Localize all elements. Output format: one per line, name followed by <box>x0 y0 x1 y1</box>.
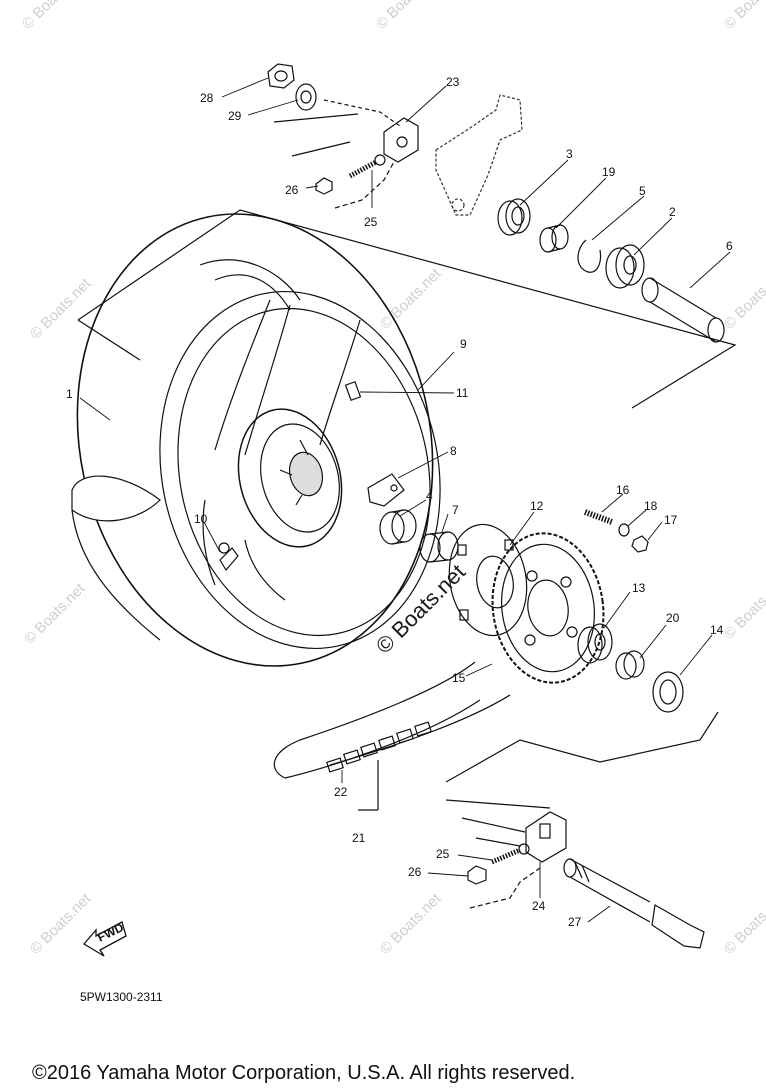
part-21-chain-bracket <box>358 760 379 811</box>
copyright-notice: ©2016 Yamaha Motor Corporation, U.S.A. A… <box>32 1062 576 1084</box>
callout-4: 4 <box>426 489 433 503</box>
callout-26-lower: 26 <box>408 865 422 879</box>
part-12-sprocket-hub <box>448 523 528 637</box>
watermark: © Boats.net <box>721 890 766 958</box>
callout-19: 19 <box>602 165 616 179</box>
wheel-spokes <box>202 299 361 601</box>
part-13-bearing <box>577 623 613 664</box>
part-25-adjust-bolt-lower <box>491 843 530 865</box>
leader-lines <box>79 77 731 923</box>
part-25-adjust-bolt <box>348 154 386 179</box>
callout-9: 9 <box>460 337 467 351</box>
part-16-stud-bolt <box>583 509 614 525</box>
watermarks: © Boats.net © Boats.net © Boats.net © Bo… <box>19 0 766 958</box>
callout-29: 29 <box>228 109 242 123</box>
callout-1: 1 <box>66 387 73 401</box>
part-19-collar <box>539 224 569 253</box>
diagram-code: 5PW1300-2311 <box>80 990 163 1004</box>
watermark: © Boats.net <box>721 575 766 643</box>
callout-27: 27 <box>568 915 582 929</box>
watermark: © Boats.net <box>27 275 95 343</box>
wheel-tire <box>71 213 441 667</box>
callout-26-upper: 26 <box>285 183 299 197</box>
part-18-washer <box>618 523 630 537</box>
part-17-nut <box>631 535 649 553</box>
part-2-bearing <box>605 244 645 289</box>
callout-8: 8 <box>450 444 457 458</box>
wheel-hub <box>237 408 343 548</box>
callout-5: 5 <box>639 184 646 198</box>
callout-18: 18 <box>644 499 658 513</box>
callout-15: 15 <box>452 671 466 685</box>
part-22-joint-links <box>326 721 432 773</box>
callout-13: 13 <box>632 581 646 595</box>
callout-25-upper: 25 <box>364 215 378 229</box>
fwd-arrow-icon <box>83 921 127 957</box>
part-5-circlip <box>577 239 602 273</box>
upper-guide-lines <box>273 99 401 209</box>
callout-21: 21 <box>352 831 366 845</box>
callout-17: 17 <box>664 513 678 527</box>
part-15-sprocket <box>491 532 605 684</box>
watermark: © Boats.net <box>19 0 87 33</box>
watermark: © Boats.net <box>377 265 445 333</box>
part-6-spacer <box>641 277 725 343</box>
part-14-oil-seal <box>652 671 684 713</box>
callout-22: 22 <box>334 785 348 799</box>
callout-10: 10 <box>194 512 208 526</box>
watermark: © Boats.net <box>377 890 445 958</box>
part-4-bearing <box>379 509 417 545</box>
watermark: © Boats.net <box>27 890 95 958</box>
lower-plane-outline <box>445 711 719 809</box>
watermark: © Boats.net <box>721 0 766 33</box>
part-20-collar <box>615 650 645 680</box>
callout-6: 6 <box>726 239 733 253</box>
caliper-bracket <box>435 94 523 216</box>
callout-20: 20 <box>666 611 680 625</box>
part-23-adjuster-block <box>383 117 419 163</box>
callout-28: 28 <box>200 91 214 105</box>
callout-11: 11 <box>456 386 469 400</box>
watermark: © Boats.net <box>373 0 441 33</box>
part-3-oil-seal <box>497 198 531 236</box>
callout-12: 12 <box>530 499 544 513</box>
part-29-washer <box>295 83 317 111</box>
part-26-nut-lower <box>467 865 487 885</box>
callout-25-lower: 25 <box>436 847 450 861</box>
callout-24: 24 <box>532 899 546 913</box>
watermark: © Boats.net <box>21 580 89 648</box>
callout-7: 7 <box>452 503 459 517</box>
watermark: © Boats.net <box>721 265 766 333</box>
callout-2: 2 <box>669 205 676 219</box>
lower-guide-lines <box>461 817 541 909</box>
part-27-axle <box>563 858 705 949</box>
part-26-nut <box>315 177 333 195</box>
drive-chain <box>273 661 511 779</box>
part-28-nut <box>267 63 295 89</box>
part-24-adjuster-block <box>525 811 567 863</box>
part-7-collar <box>419 531 459 563</box>
callout-14: 14 <box>710 623 724 637</box>
callout-3: 3 <box>566 147 573 161</box>
callout-16: 16 <box>616 483 630 497</box>
part-11-valve <box>344 381 362 401</box>
part-8-damper <box>367 473 405 507</box>
upper-plane-outline <box>77 209 737 409</box>
callout-23: 23 <box>446 75 460 89</box>
part-10-valve-stem <box>218 542 239 572</box>
